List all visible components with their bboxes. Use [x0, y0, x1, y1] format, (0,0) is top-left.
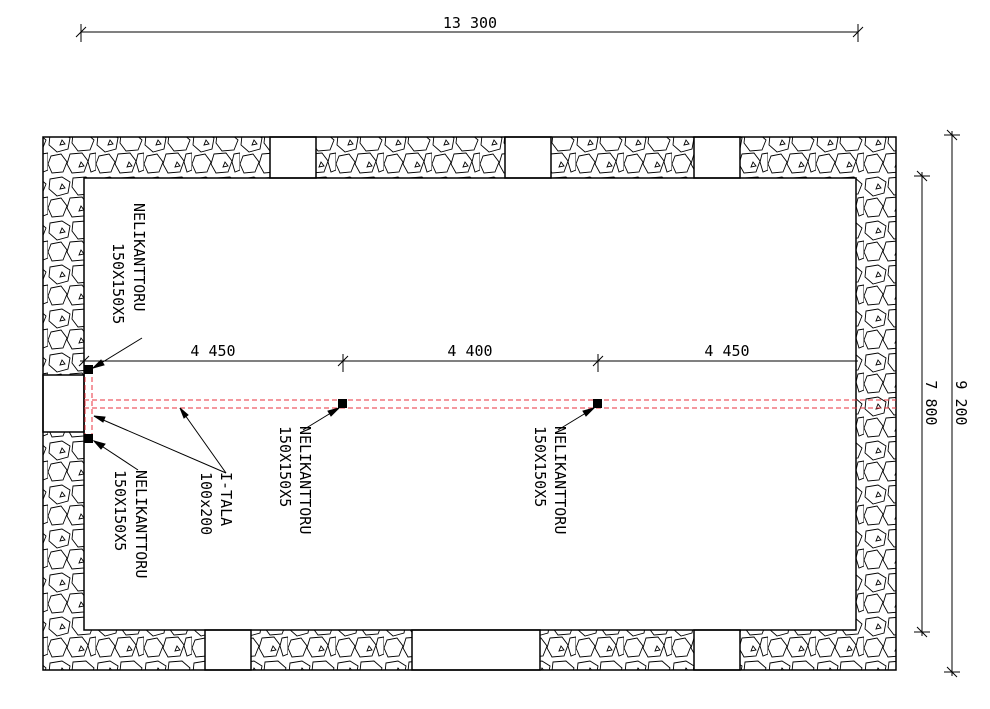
dimension-text: 7 800 [922, 380, 940, 425]
label-line: 100x200 [197, 472, 215, 535]
opening [693, 629, 741, 671]
column [84, 434, 93, 443]
dimension-depths: 7 800 9 200 [914, 129, 970, 678]
dimension-text: 4 450 [190, 342, 235, 360]
dimension-text: 9 200 [952, 380, 970, 425]
opening [411, 629, 541, 671]
i-beam [84, 369, 896, 438]
label-line: 150X150X5 [276, 426, 294, 507]
column [593, 399, 602, 408]
dimension-text: 4 450 [704, 342, 749, 360]
dimension-text: 4 400 [447, 342, 492, 360]
label-column-middle: NELIKANTTORU 150X150X5 [276, 426, 314, 534]
label-column-upper-left: NELIKANTTORU 150X150X5 [109, 203, 148, 324]
label-line: NELIKANTTORU [130, 203, 148, 311]
label-line: 150X150X5 [111, 470, 129, 551]
stone-walls [42, 136, 897, 671]
column [338, 399, 347, 408]
dimension-overall-width: 13 300 [75, 14, 864, 42]
opening [504, 136, 552, 179]
label-column-lower-left: NELIKANTTORU 150X150X5 [111, 470, 150, 578]
opening [693, 136, 741, 179]
label-line: 150X150X5 [109, 243, 127, 324]
label-line: NELIKANTTORU [551, 426, 569, 534]
opening [42, 374, 85, 433]
opening [269, 136, 317, 179]
label-column-right: NELIKANTTORU 150X150X5 [531, 426, 569, 534]
column [84, 365, 93, 374]
opening [204, 629, 252, 671]
dimension-text: 13 300 [443, 14, 497, 32]
label-line: NELIKANTTORU [296, 426, 314, 534]
label-beam: I-TALA 100x200 [197, 472, 235, 535]
label-line: NELIKANTTORU [132, 470, 150, 578]
dimension-spans: 4 450 4 400 4 450 [78, 342, 858, 372]
label-line: 150X150X5 [531, 426, 549, 507]
columns [84, 365, 602, 443]
leader-lines [91, 337, 596, 474]
label-line: I-TALA [217, 472, 235, 526]
